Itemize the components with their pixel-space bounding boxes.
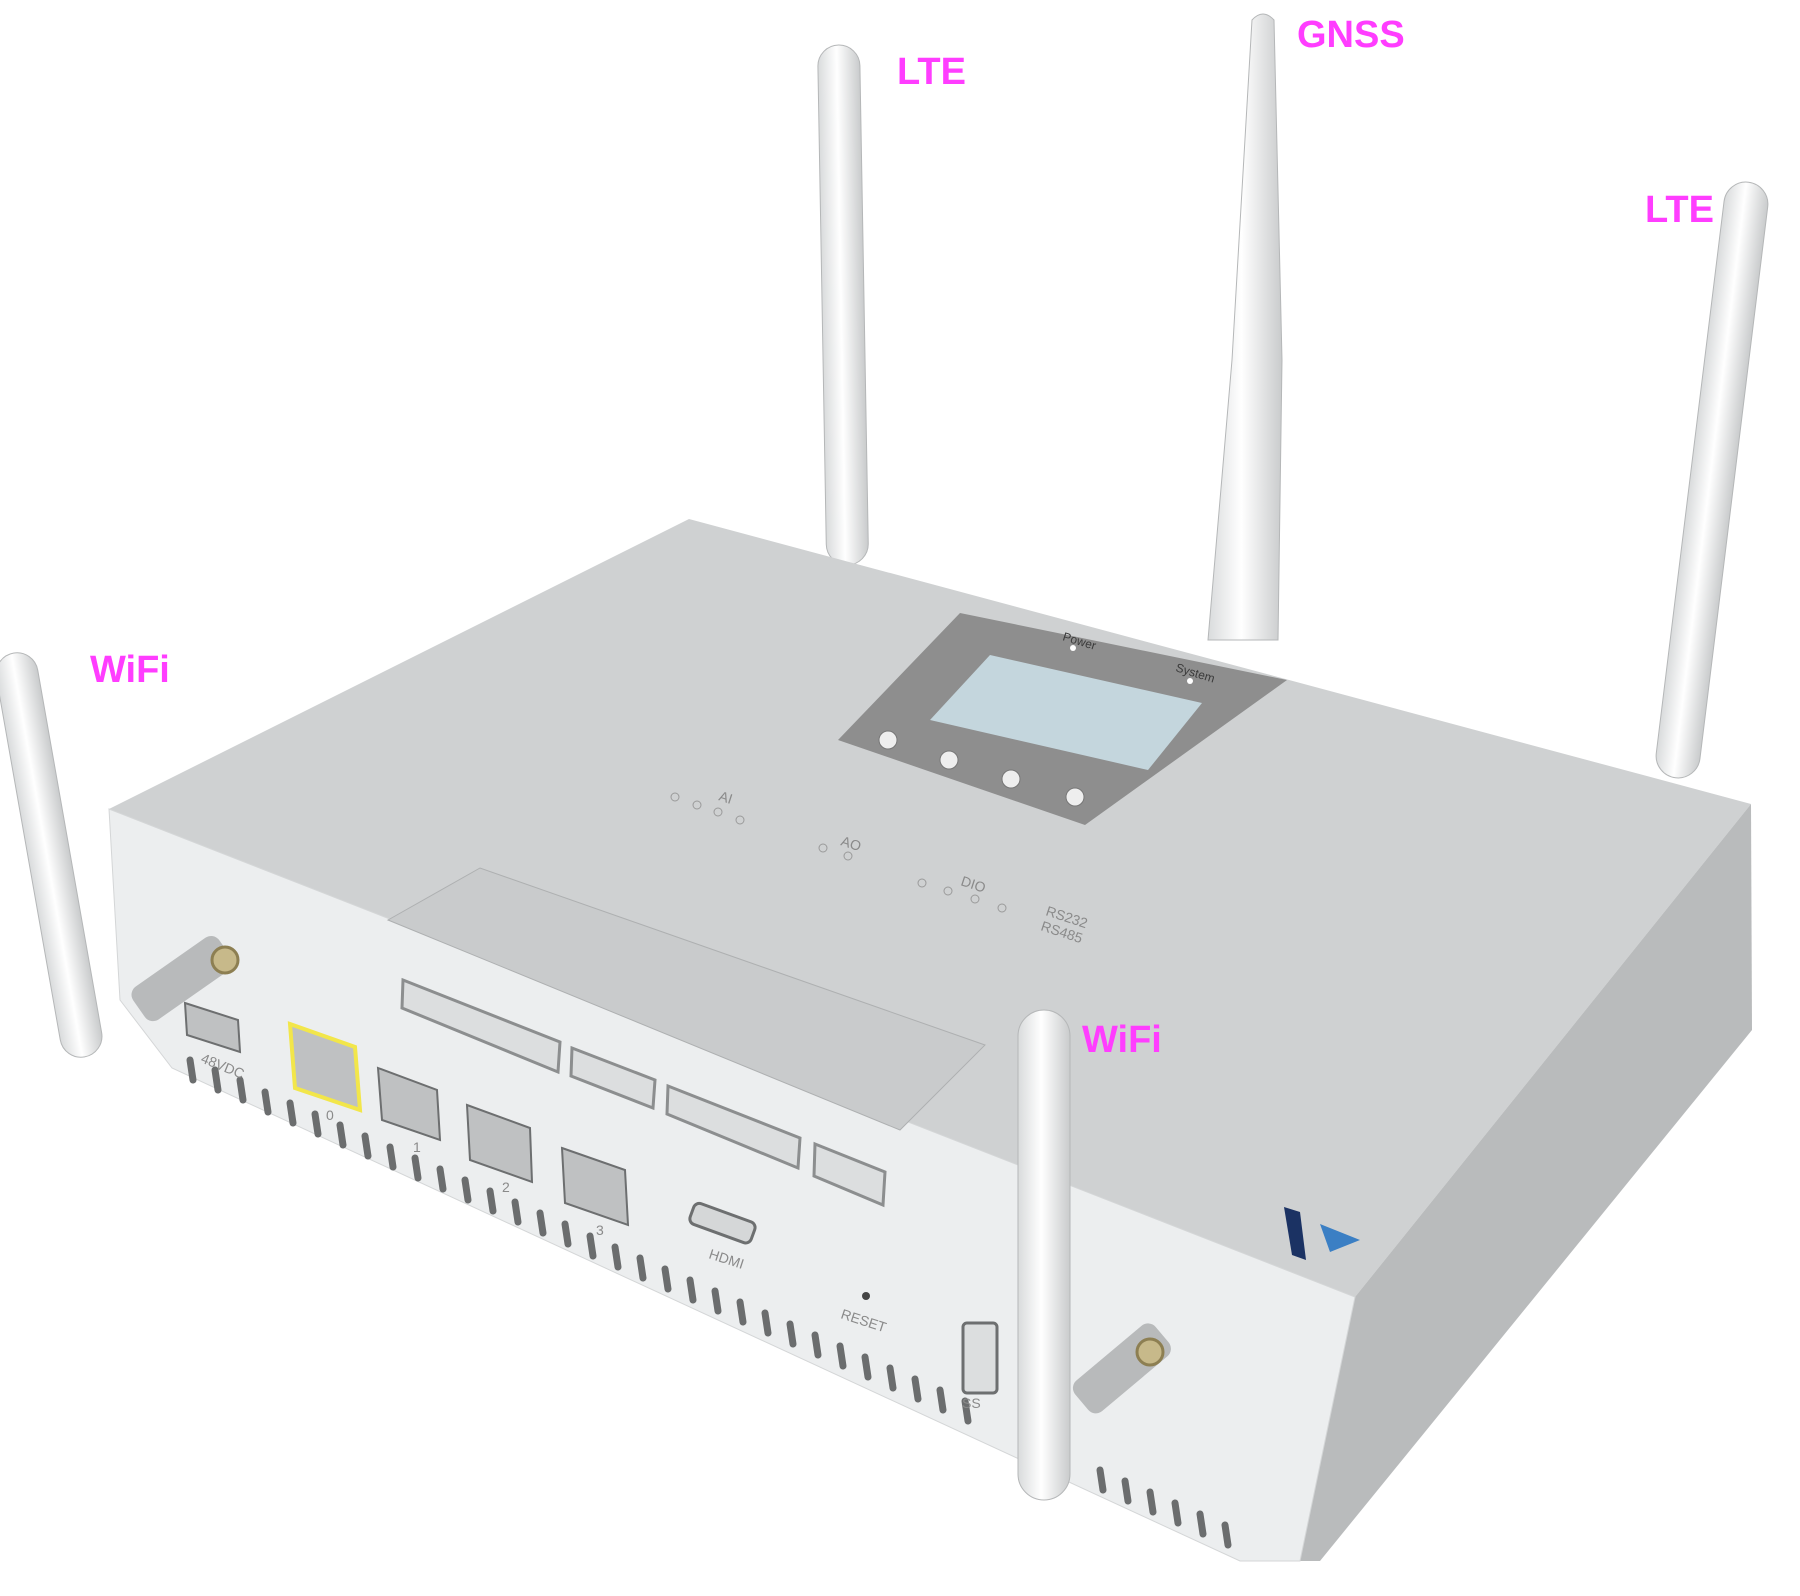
antenna-wifi-right — [1017, 1009, 1171, 1501]
terminal-blocks — [400, 977, 887, 1208]
lcd-screen — [930, 655, 1202, 770]
panel-button-2[interactable] — [939, 750, 959, 770]
ethernet-ports — [183, 1001, 999, 1395]
eth3-label: 3 — [596, 1222, 604, 1238]
panel-button-4[interactable] — [1065, 787, 1085, 807]
callout-wifi-right: WiFi — [1082, 1019, 1162, 1061]
eth2-label: 2 — [502, 1179, 510, 1195]
cooling-fins — [186, 1056, 1232, 1549]
usb-label: SS — [962, 1395, 981, 1411]
ethernet-port-1[interactable] — [376, 1066, 442, 1142]
body-right-side — [1300, 804, 1752, 1561]
antenna-wifi-left — [0, 652, 240, 1058]
brand-logo — [1284, 1207, 1360, 1260]
top-indicators — [670, 792, 1007, 913]
ai-label: AI — [717, 788, 735, 807]
ethernet-port-0[interactable] — [287, 1021, 363, 1113]
eth1-label: 1 — [413, 1139, 421, 1155]
callout-lte-right: LTE — [1645, 189, 1714, 231]
antenna-lte-left — [817, 44, 869, 566]
power-led — [1070, 645, 1076, 651]
front-lid — [386, 867, 986, 1131]
dio-label: DIO — [959, 873, 988, 896]
eth0-label: 0 — [326, 1107, 334, 1123]
callout-lte-left: LTE — [897, 51, 966, 93]
body-top — [109, 519, 1751, 1297]
ao-label: AO — [839, 833, 863, 855]
system-led — [1187, 678, 1193, 684]
callout-gnss: GNSS — [1297, 14, 1405, 56]
usb-port[interactable] — [961, 1321, 999, 1395]
antenna-lte-right — [1655, 181, 1769, 779]
ethernet-port-2[interactable] — [465, 1103, 534, 1184]
panel-button-3[interactable] — [1001, 769, 1021, 789]
callout-wifi-left: WiFi — [90, 649, 170, 691]
antenna-gnss — [1207, 13, 1283, 641]
reset-button[interactable] — [862, 1292, 870, 1300]
ethernet-port-3[interactable] — [560, 1146, 630, 1227]
ethernet-port-dc[interactable] — [183, 1001, 242, 1054]
panel-button-1[interactable] — [878, 730, 898, 750]
front-panel: Power System — [838, 613, 1287, 825]
hdmi-port[interactable] — [688, 1201, 757, 1245]
